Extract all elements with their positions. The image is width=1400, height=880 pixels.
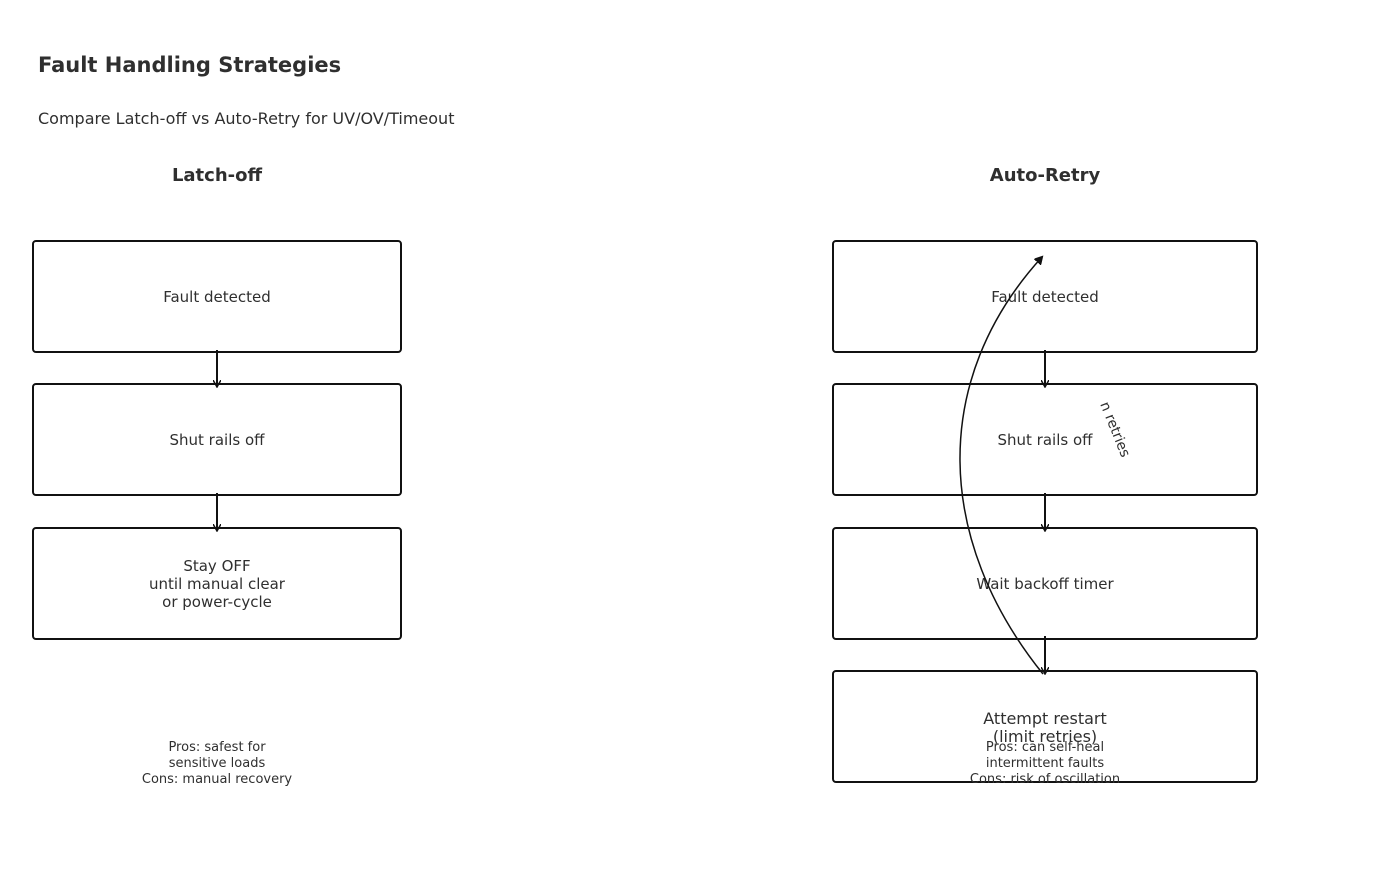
auto-retry-step-label: Wait backoff timer	[976, 574, 1114, 593]
latch-off-step-shut-rails-off: Shut rails off	[32, 383, 402, 496]
latch-off-step-label: Fault detected	[163, 287, 271, 306]
latch-off-notes: Pros: safest for sensitive loads Cons: m…	[141, 740, 293, 787]
latch-off-step-stay-off: Stay OFF until manual clear or power-cyc…	[32, 527, 402, 640]
latch-off-step-label: Stay OFF until manual clear or power-cyc…	[149, 556, 285, 611]
latch-off-step-fault-detected: Fault detected	[32, 240, 402, 353]
page-title: Fault Handling Strategies	[38, 53, 342, 77]
auto-retry-step-fault-detected: Fault detected	[832, 240, 1258, 353]
auto-retry-step-label: Shut rails off	[997, 430, 1093, 449]
page-subtitle: Compare Latch-off vs Auto-Retry for UV/O…	[38, 109, 455, 128]
auto-retry-step-attempt-restart: Attempt restart (limit retries)	[832, 670, 1258, 783]
auto-retry-notes: Pros: can self-heal intermittent faults …	[969, 740, 1121, 787]
auto-retry-step-wait-backoff: Wait backoff timer	[832, 527, 1258, 640]
latch-off-step-label: Shut rails off	[169, 430, 265, 449]
auto-retry-step-shut-rails-off: Shut rails off	[832, 383, 1258, 496]
auto-retry-title: Auto-Retry	[989, 165, 1101, 186]
latch-off-title: Latch-off	[171, 165, 263, 186]
auto-retry-step-label: Attempt restart (limit retries)	[983, 709, 1107, 746]
auto-retry-step-label: Fault detected	[991, 287, 1099, 306]
